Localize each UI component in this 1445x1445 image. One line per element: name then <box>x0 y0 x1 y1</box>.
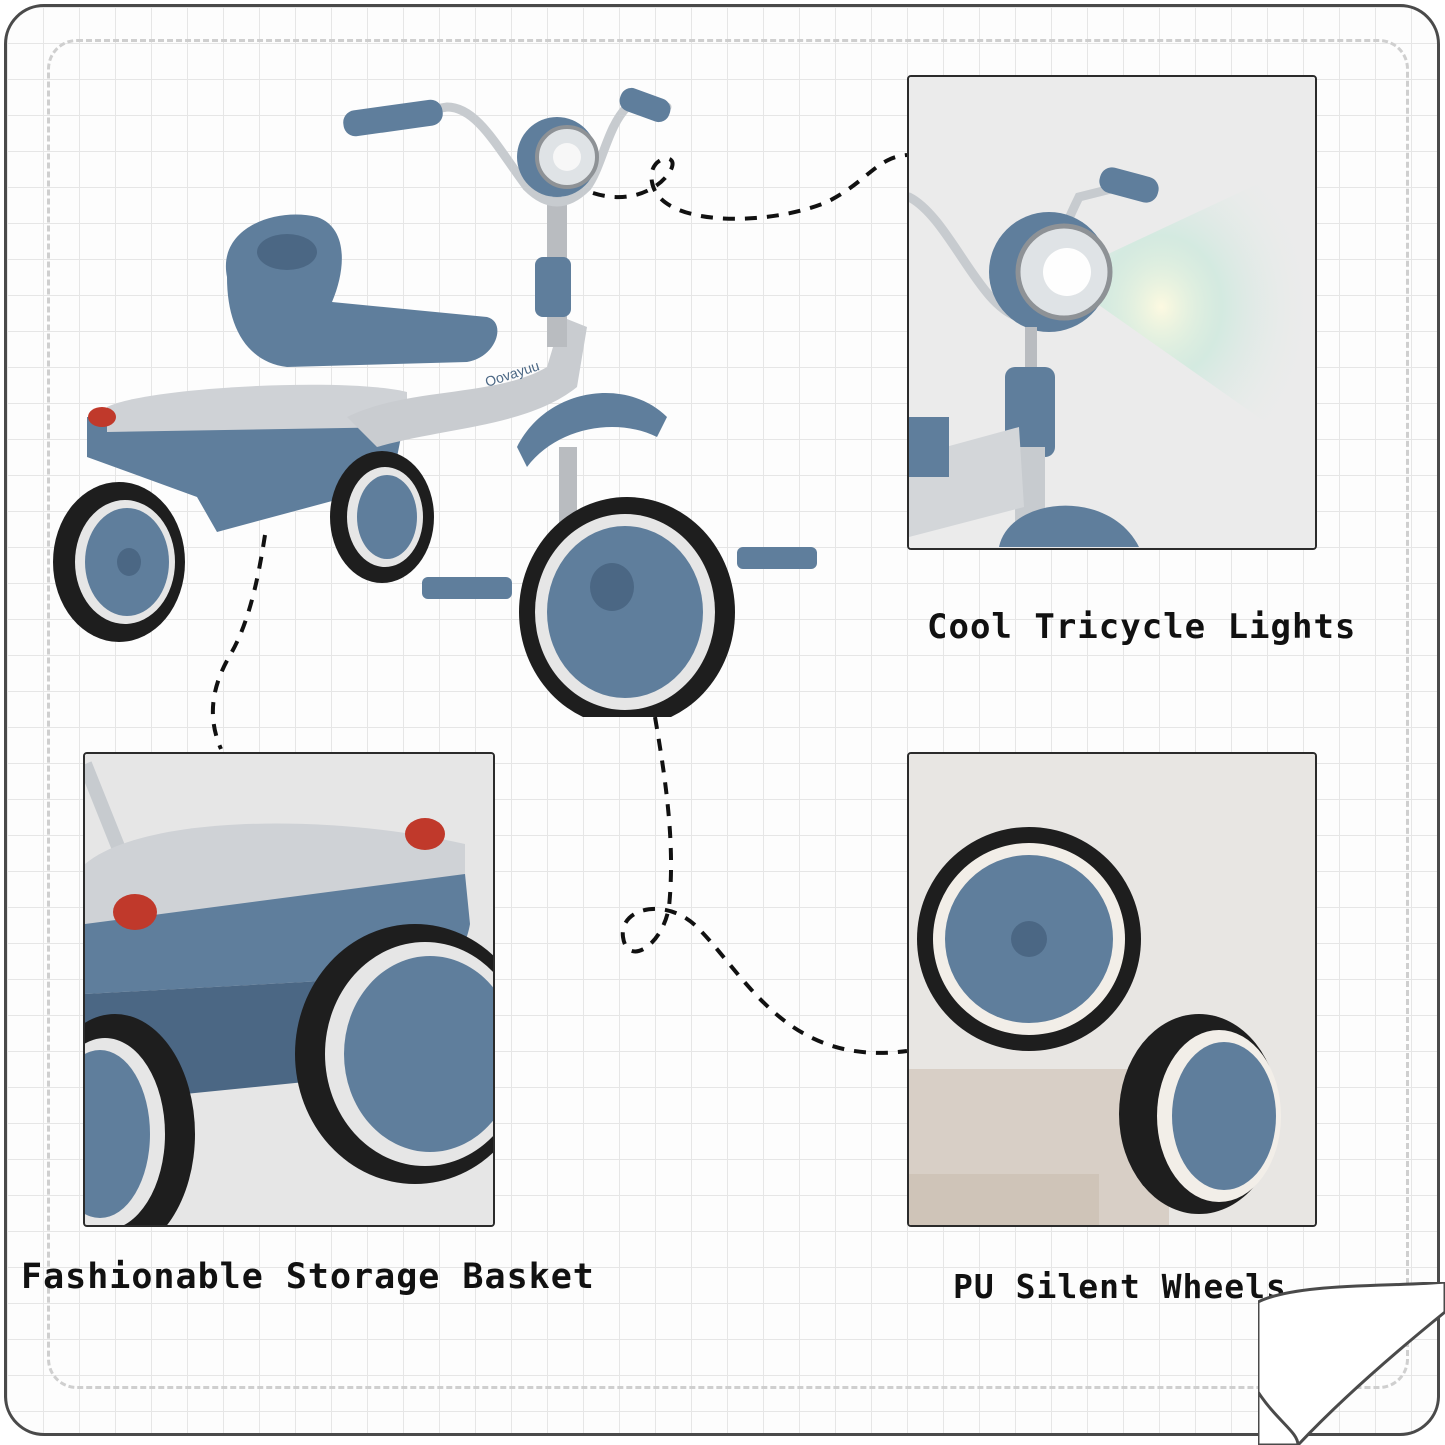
photo-storage-basket <box>83 752 495 1227</box>
headlight <box>517 117 599 197</box>
front-wheel <box>519 497 735 717</box>
caption-lights: Cool Tricycle Lights <box>927 607 1357 647</box>
dashed-inner-frame <box>47 39 1409 1389</box>
page-curl-corner <box>1258 1282 1445 1445</box>
photo-pu-wheels <box>907 752 1317 1227</box>
photo-tricycle-lights <box>907 75 1317 550</box>
connector-wheels <box>620 716 908 1055</box>
caption-basket: Fashionable Storage Basket <box>21 1257 595 1297</box>
dashed-connectors <box>210 153 908 1055</box>
wheel-tilted <box>1119 1014 1281 1214</box>
rear-right-wheel <box>330 451 434 583</box>
caption-wheels: PU Silent Wheels <box>953 1267 1287 1306</box>
basket-left-wheel <box>85 1014 195 1225</box>
infographic-card: Oovayuu <box>4 4 1440 1436</box>
basket-right-wheel <box>295 924 493 1184</box>
connector-lights <box>592 153 908 221</box>
wheel-upright <box>917 827 1141 1051</box>
tricycle-illustration: Oovayuu <box>53 87 817 717</box>
rear-left-wheel <box>53 482 185 642</box>
